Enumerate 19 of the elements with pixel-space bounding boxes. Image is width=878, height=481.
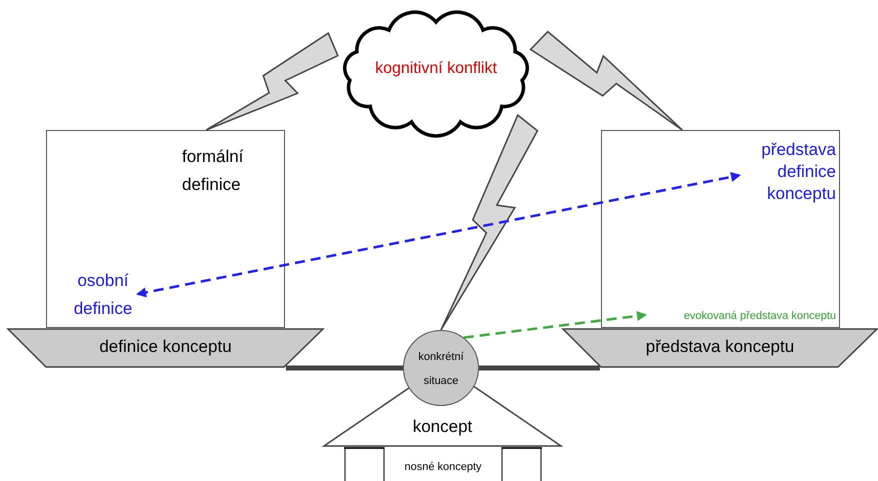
cloud-label: kognitivní konflikt xyxy=(374,60,498,78)
box-heading: formální definice xyxy=(182,146,244,196)
circle-label: konkrétní situace xyxy=(417,350,465,389)
column-label: nosné koncepty xyxy=(403,461,483,473)
text-label: evokovaná představa konceptu xyxy=(682,309,836,324)
plate-label: definice konceptu xyxy=(98,337,233,357)
lightning-bolt xyxy=(529,30,683,131)
text-label: osobní definice xyxy=(72,270,134,320)
arrow xyxy=(464,311,647,339)
concept-box xyxy=(46,130,285,328)
balance-beam xyxy=(479,366,600,370)
roof-label: koncept xyxy=(412,417,474,437)
concept-box xyxy=(601,130,840,328)
balance-beam xyxy=(286,366,403,370)
lightning-bolt xyxy=(440,114,538,331)
lightning-bolt xyxy=(205,32,339,131)
text-label: představa definice konceptu xyxy=(760,139,836,205)
plate-label: představa konceptu xyxy=(644,337,796,357)
arrow xyxy=(136,172,741,298)
